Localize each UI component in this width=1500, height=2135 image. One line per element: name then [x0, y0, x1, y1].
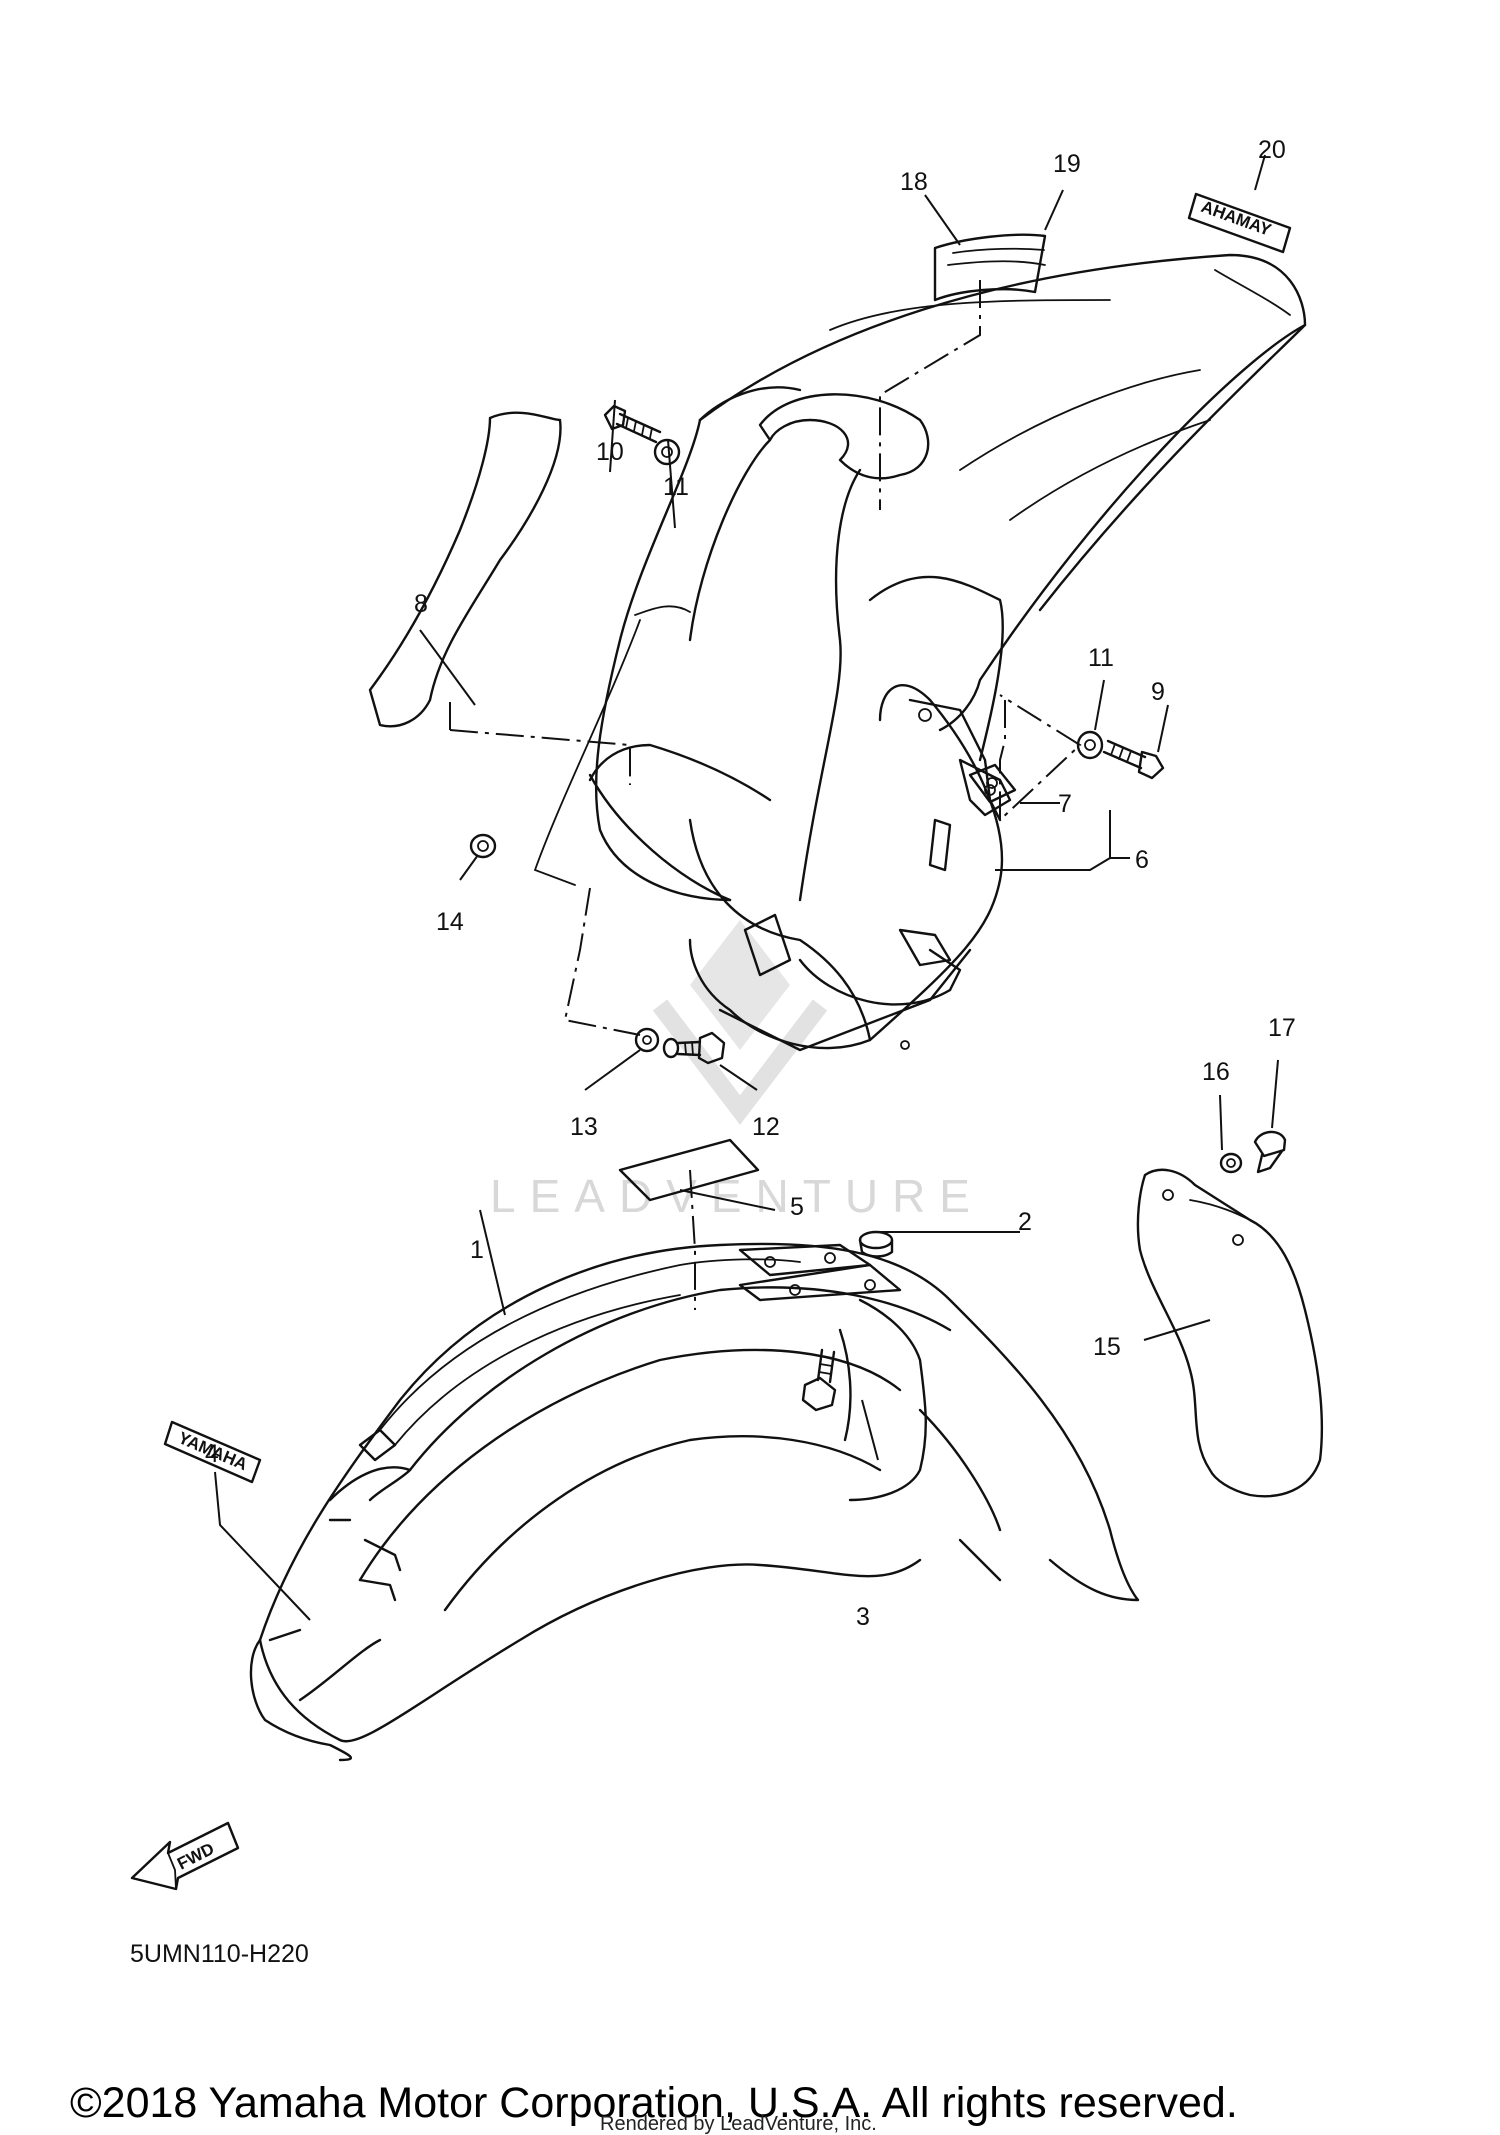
callout-17: 17 [1268, 1014, 1296, 1042]
washer-11-right [1076, 730, 1104, 760]
number-plate-edge [634, 605, 691, 616]
nut-7 [968, 763, 1017, 804]
bolt-10 [603, 404, 662, 444]
callout-8: 8 [414, 590, 428, 618]
rear-yamaha-decal: YAMAHA [1187, 192, 1292, 254]
rendered-by-note: Rendered by LeadVenture, Inc. [600, 2113, 877, 2135]
callout-7: 7 [1058, 790, 1072, 818]
callout-18: 18 [900, 168, 928, 196]
callout-5: 5 [790, 1193, 804, 1221]
screw-17 [1253, 1130, 1287, 1174]
callout-6: 6 [1135, 846, 1149, 874]
copyright-notice: ©2018 Yamaha Motor Corporation, U.S.A. A… [70, 2079, 1238, 2127]
callout-1: 1 [470, 1236, 484, 1264]
callout-19: 19 [1053, 150, 1081, 178]
bolt-3 [801, 1348, 837, 1412]
callout-2: 2 [1018, 1208, 1032, 1236]
washer-13 [634, 1027, 660, 1053]
side-cover-8 [368, 411, 562, 728]
callout-16: 16 [1202, 1058, 1230, 1086]
edge-line [533, 619, 641, 886]
washer-11-upper [653, 438, 681, 466]
callout-20: 20 [1258, 136, 1286, 164]
callout-11-right: 11 [1088, 644, 1114, 672]
rear-fender [588, 253, 1307, 1052]
watermark-text: LEADVENTURE [490, 1170, 984, 1222]
callout-15: 15 [1093, 1333, 1121, 1361]
mud-guard-15 [1136, 1168, 1324, 1498]
callout-12: 12 [752, 1113, 780, 1141]
leader-lines [214, 154, 1279, 1621]
rear-yamaha-decal-text: YAMAHA [1199, 197, 1274, 240]
callout-9: 9 [1151, 678, 1165, 706]
callout-4: 4 [205, 1440, 219, 1468]
diagram-code: 5UMN110-H220 [130, 1940, 309, 1968]
washer-14 [469, 833, 497, 859]
callout-14: 14 [436, 908, 464, 936]
collar-2 [858, 1230, 894, 1258]
assembly-lines [449, 280, 1082, 1310]
washer-16 [1219, 1152, 1243, 1174]
fwd-arrow: FWD [130, 1821, 240, 1891]
front-fender [249, 1242, 1140, 1762]
callout-numbers: 1 2 3 4 5 6 7 8 9 10 11 11 12 13 14 15 1… [205, 136, 1296, 1631]
callout-11-upper: 11 [663, 473, 689, 501]
bolt-9 [1102, 739, 1165, 780]
callout-3: 3 [856, 1603, 870, 1631]
bolt-12 [662, 1031, 726, 1065]
seat-decal-18-19 [933, 233, 1047, 302]
pad-5 [618, 1138, 760, 1202]
callout-10: 10 [596, 438, 624, 466]
callout-13: 13 [570, 1113, 598, 1141]
